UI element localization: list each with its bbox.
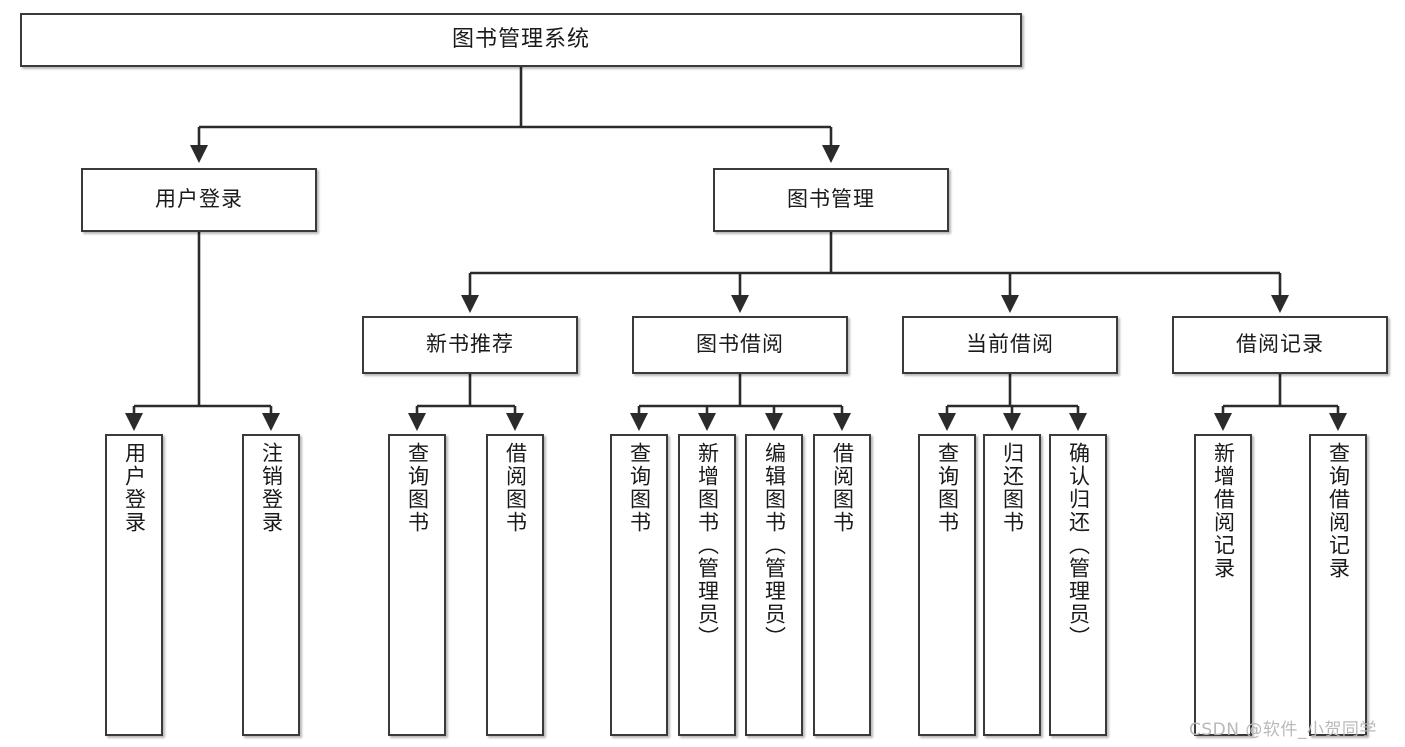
node-leaf-query-book-3[interactable]: 查询图书 [918,434,976,736]
node-leaf-borrow-book-2[interactable]: 借阅图书 [813,434,871,736]
node-leaf-query-book-2[interactable]: 查询图书 [610,434,668,736]
node-leaf-query-borrow-record[interactable]: 查询借阅记录 [1309,434,1367,736]
node-label: 新书推荐 [426,332,514,357]
node-root-system[interactable]: 图书管理系统 [20,13,1022,67]
node-label: 查询图书 [405,442,430,534]
node-label: 当前借阅 [966,332,1054,357]
node-leaf-logout-login[interactable]: 注销登录 [242,434,300,736]
node-label: 确认归还（管理员） [1066,442,1091,649]
node-label: 借阅图书 [503,442,528,534]
node-label: 借阅记录 [1236,332,1324,357]
node-label: 新增图书（管理员） [695,442,720,649]
node-current-borrow[interactable]: 当前借阅 [902,316,1118,374]
node-label: 图书管理 [787,187,875,212]
node-leaf-user-login[interactable]: 用户登录 [105,434,163,736]
node-leaf-confirm-return-admin[interactable]: 确认归还（管理员） [1049,434,1107,736]
node-label: 图书借阅 [696,332,784,357]
node-leaf-add-book-admin[interactable]: 新增图书（管理员） [678,434,736,736]
node-label: 查询图书 [935,442,960,534]
node-label: 用户登录 [155,187,243,212]
node-leaf-edit-book-admin[interactable]: 编辑图书（管理员） [745,434,803,736]
node-leaf-borrow-book-1[interactable]: 借阅图书 [486,434,544,736]
node-leaf-return-book[interactable]: 归还图书 [983,434,1041,736]
node-label: 查询借阅记录 [1326,442,1351,580]
node-label: 新增借阅记录 [1211,442,1236,580]
node-book-borrow[interactable]: 图书借阅 [632,316,848,374]
node-label: 编辑图书（管理员） [762,442,787,649]
node-borrow-record[interactable]: 借阅记录 [1172,316,1388,374]
node-label: 借阅图书 [830,442,855,534]
node-label: 归还图书 [1000,442,1025,534]
node-book-manage[interactable]: 图书管理 [713,168,949,232]
node-label: 图书管理系统 [451,26,590,52]
node-label: 查询图书 [627,442,652,534]
watermark-credit: CSDN @软件_小贺同学 [1189,720,1377,740]
node-new-book-recommend[interactable]: 新书推荐 [362,316,578,374]
node-label: 用户登录 [122,442,147,534]
node-leaf-query-book-1[interactable]: 查询图书 [388,434,446,736]
node-label: 注销登录 [259,442,284,534]
node-user-login[interactable]: 用户登录 [81,168,317,232]
node-leaf-add-borrow-record[interactable]: 新增借阅记录 [1194,434,1252,736]
